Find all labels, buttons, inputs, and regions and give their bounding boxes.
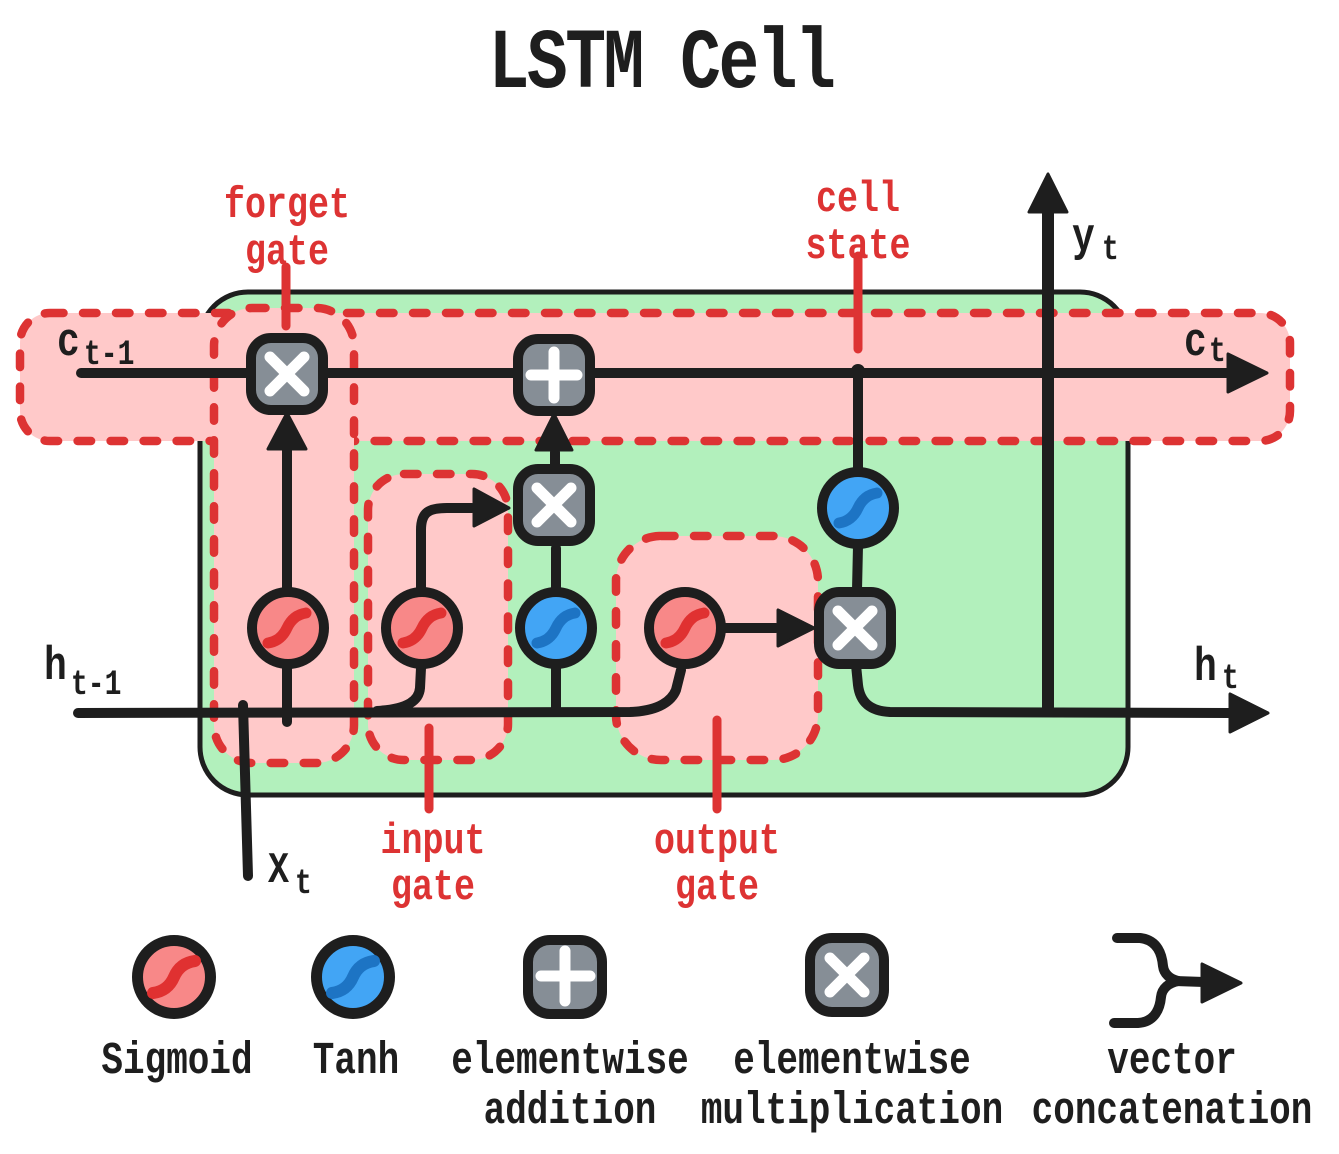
svg-text:output: output bbox=[654, 817, 780, 867]
svg-text:gate: gate bbox=[391, 863, 475, 913]
svg-text:t: t bbox=[1102, 230, 1119, 270]
svg-text:forget: forget bbox=[224, 181, 350, 231]
svg-text:Tanh: Tanh bbox=[313, 1037, 399, 1088]
svg-text:h: h bbox=[1194, 640, 1217, 694]
svg-text:cell: cell bbox=[816, 175, 900, 225]
svg-text:elementwise: elementwise bbox=[451, 1037, 689, 1088]
svg-text:gate: gate bbox=[245, 228, 329, 278]
svg-text:LSTM Cell: LSTM Cell bbox=[489, 17, 834, 113]
svg-text:h: h bbox=[44, 639, 67, 693]
svg-text:t: t bbox=[1222, 659, 1239, 699]
svg-text:elementwise: elementwise bbox=[733, 1037, 971, 1088]
svg-text:X: X bbox=[268, 846, 289, 896]
svg-text:t-1: t-1 bbox=[84, 335, 134, 375]
svg-text:state: state bbox=[805, 222, 910, 272]
svg-text:c: c bbox=[57, 315, 80, 369]
svg-text:input: input bbox=[380, 817, 485, 867]
svg-text:vector: vector bbox=[1107, 1037, 1237, 1088]
svg-text:c: c bbox=[1184, 315, 1207, 369]
svg-text:addition: addition bbox=[484, 1087, 657, 1138]
svg-text:concatenation: concatenation bbox=[1032, 1087, 1313, 1138]
svg-text:t-1: t-1 bbox=[71, 665, 121, 705]
svg-text:t: t bbox=[1209, 332, 1226, 372]
svg-text:Sigmoid: Sigmoid bbox=[101, 1037, 252, 1088]
svg-text:gate: gate bbox=[675, 863, 759, 913]
svg-text:multiplication: multiplication bbox=[701, 1087, 1003, 1138]
svg-text:y: y bbox=[1072, 210, 1095, 264]
svg-text:t: t bbox=[295, 864, 312, 904]
